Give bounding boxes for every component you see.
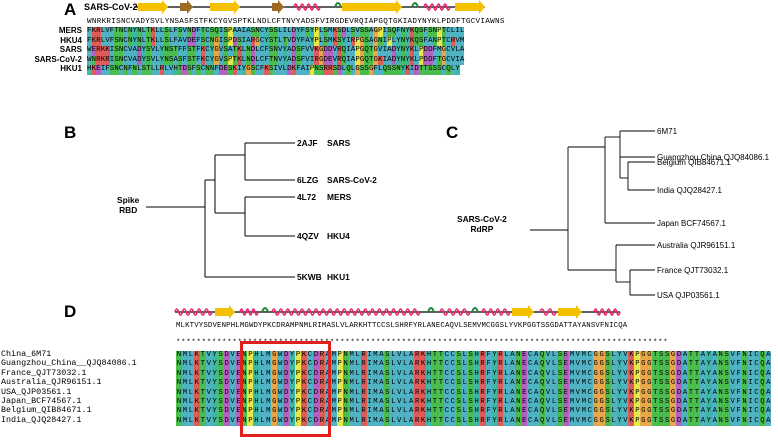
panel-d-row-name: Belgium_QIB84671.1 <box>1 405 92 416</box>
panel-a-row-name: SARS-CoV-2 <box>34 54 82 64</box>
panel-a-row-sequence: WERKKISNCVADYSVLYNSTFFSTFKCYGVSATKLNDLCF… <box>87 46 465 56</box>
panel-d-row-name: France_QJT73032.1 <box>1 367 87 378</box>
alpha-helix <box>481 308 511 316</box>
beta-strand-arrow <box>215 305 235 319</box>
panel-c-leaf: India QJQ28427.1 <box>657 186 722 195</box>
turn <box>471 307 479 313</box>
beta-strand-arrow <box>342 0 402 14</box>
panel-a-row-sequence: HKEIFSNCNFNLSTLLRLVHTDSFSCNNFDESKIYGSCFK… <box>87 65 460 75</box>
panel-c-leaf: Japan BCF74567.1 <box>657 219 726 228</box>
panel-b-leaf-name: HKU1 <box>327 272 350 282</box>
turn <box>261 307 269 313</box>
panel-a-row-name: MERS <box>58 26 82 35</box>
alpha-helix <box>293 3 321 11</box>
panel-b-leaf-pdb: 6LZG <box>297 175 319 185</box>
beta-strand-arrow <box>138 0 168 14</box>
panel-b-root-line-2: RBD <box>119 205 138 215</box>
panel-c-root-label: SARS-CoV-2 RdRP <box>457 214 507 234</box>
panel-label-c: C <box>446 123 459 142</box>
panel-d-reference-sequence: MLKTVYSDVENPHLMGWDYPKCDRAMPNMLRIMASLVLAR… <box>176 322 628 330</box>
panel-label-d: D <box>64 302 77 321</box>
panel-a-reference-sequence: WNRKRISNCVADYSVLYNSASFSTFKCYGVSPTKLNDLCF… <box>87 18 505 26</box>
alpha-helix <box>439 308 471 316</box>
panel-a-row-sequence: FKRLVFTNCNYNLTKLLSLFSVNDFTCSQISPAAIASNCY… <box>87 27 465 37</box>
panel-c-leaf: 6M71 <box>657 127 678 136</box>
panel-d-row-name: India_QJQ28427.1 <box>1 414 82 425</box>
panel-d-row-name: China_6M71 <box>1 349 52 359</box>
alpha-helix <box>239 308 259 316</box>
panel-b-leaf-pdb: 4L72 <box>297 192 317 202</box>
panel-d-row-name: Australia_QJR96151.1 <box>1 377 102 388</box>
alpha-helix <box>539 308 557 316</box>
alpha-helix <box>271 308 421 316</box>
panel-c-leaf: France QJT73032.1 <box>657 266 729 275</box>
turn <box>427 307 435 313</box>
beta-strand-arrow <box>558 305 582 319</box>
panel-b-root-label: Spike RBD <box>117 195 139 215</box>
alpha-helix <box>174 308 213 316</box>
panel-a-row-name: HKU4 <box>60 35 82 45</box>
panel-c-root-line-2: RdRP <box>470 224 494 234</box>
panel-b-root-line-1: Spike <box>117 195 140 205</box>
panel-b-leaf-name: SARS <box>327 138 351 148</box>
panel-d-row-name: Japan_BCF74567.1 <box>1 396 82 407</box>
beta-strand-arrow <box>455 0 485 14</box>
panel-d-conservation-stars: ****************************************… <box>176 339 669 347</box>
beta-strand-arrow <box>210 0 240 14</box>
turn <box>411 2 419 8</box>
panel-b-leaf-name: MERS <box>327 192 352 202</box>
panel-a-row-sequence: FKRLVFSNCNYNLTKLLSLFAVDEFSCNGISPDSIARGCY… <box>87 36 465 47</box>
panel-c-leaf: Guangzhou China QJQ84086.1 <box>657 153 770 162</box>
panel-a-secondary-structure-label: SARS-CoV-2 <box>84 2 138 12</box>
beta-strand-arrow <box>180 0 193 14</box>
panel-a-row-name: HKU1 <box>60 64 82 74</box>
panel-a-row-name: SARS <box>59 45 82 55</box>
panel-d-row-name: USA_QJP03561.1 <box>1 386 72 397</box>
turn <box>334 2 342 8</box>
panel-d-row-name: Guangzhou_China__QJQ84086.1 <box>1 358 137 369</box>
panel-label-a: A <box>64 0 77 19</box>
panel-c-root-line-1: SARS-CoV-2 <box>457 214 507 224</box>
panel-b-leaf-pdb: 2AJF <box>297 138 318 148</box>
panel-a-row-sequence: WNRKRISNCVADYSVLYNSASFSTFKCYGVSPTKLNDLCF… <box>87 55 465 66</box>
panel-c-leaf: Belgium QIB84671.1 <box>657 158 731 167</box>
panel-b-leaf-name: SARS-CoV-2 <box>327 175 377 185</box>
panel-label-b: B <box>64 123 77 142</box>
beta-strand-arrow <box>512 305 534 319</box>
alpha-helix <box>593 308 621 316</box>
panel-d-highlight-box <box>240 341 331 437</box>
panel-c-leaf: Australia QJR96151.1 <box>657 241 736 250</box>
panel-c-leaf: USA QJP03561.1 <box>657 291 720 300</box>
panel-b-leaf-name: HKU4 <box>327 231 350 241</box>
panel-b-leaf-pdb: 4QZV <box>297 231 319 241</box>
beta-strand-arrow <box>272 0 284 14</box>
panel-b-leaf-pdb: 5KWB <box>297 272 322 282</box>
alpha-helix <box>423 3 451 11</box>
